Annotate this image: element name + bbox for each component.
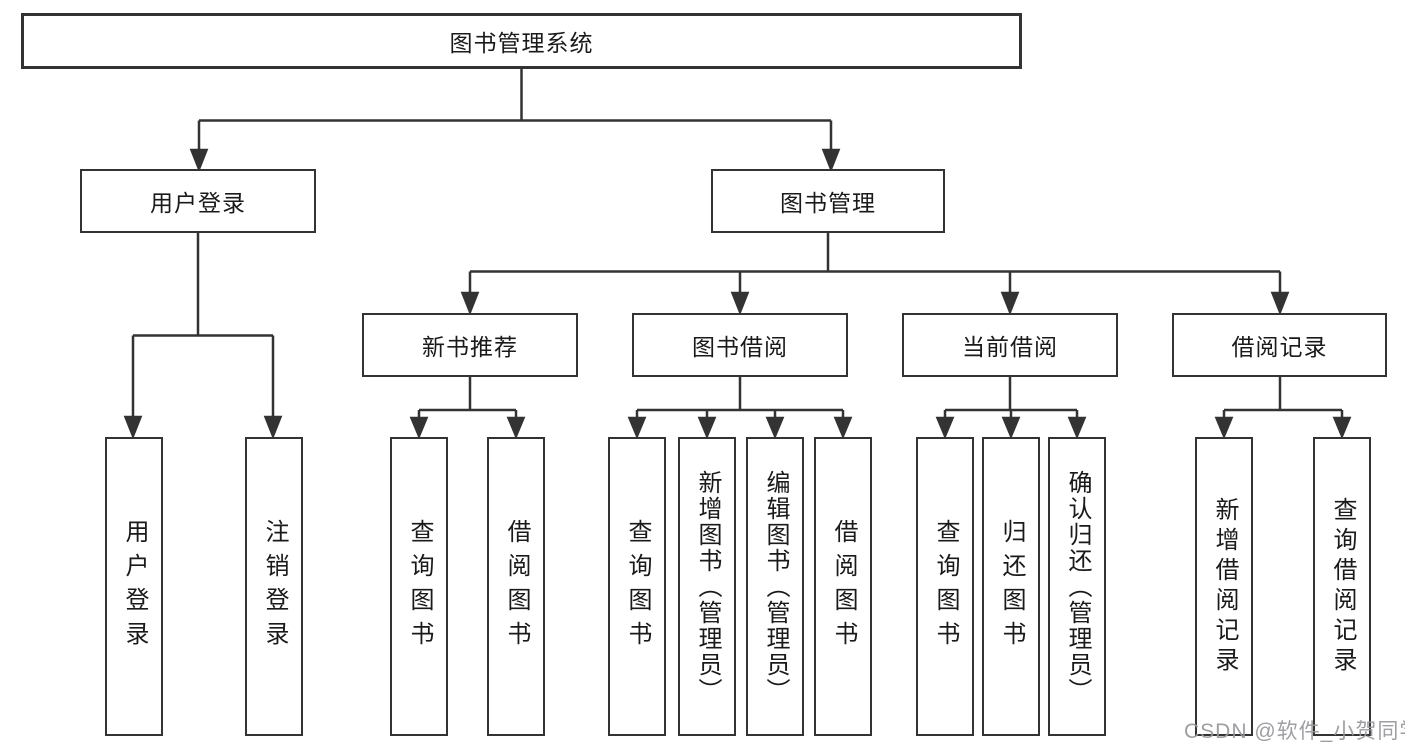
node-root: 图书管理系统 xyxy=(21,13,1022,69)
leaf-label: 查询借阅记录 xyxy=(1329,496,1356,677)
leaf-label: 查询图书 xyxy=(624,518,651,655)
leaf-borrow-books-borrowing: 借阅图书 xyxy=(814,437,872,736)
leaf-add-borrow-record: 新增借阅记录 xyxy=(1195,437,1253,736)
node-user-login: 用户登录 xyxy=(80,169,316,233)
leaf-label: 用户登录 xyxy=(121,518,148,655)
leaf-label: 编辑图书（管理员） xyxy=(762,469,789,704)
leaf-label: 新增借阅记录 xyxy=(1211,496,1238,677)
node-current-borrowing: 当前借阅 xyxy=(902,313,1118,377)
node-book-borrowing: 图书借阅 xyxy=(632,313,848,377)
leaf-query-borrow-record: 查询借阅记录 xyxy=(1313,437,1371,736)
leaf-label: 归还图书 xyxy=(998,518,1025,655)
leaf-label: 借阅图书 xyxy=(503,518,530,655)
leaf-label: 借阅图书 xyxy=(830,518,857,655)
leaf-confirm-return-admin: 确认归还（管理员） xyxy=(1048,437,1106,736)
leaf-logout: 注销登录 xyxy=(245,437,303,736)
node-new-book-recommend: 新书推荐 xyxy=(362,313,578,377)
leaf-borrow-books-recommend: 借阅图书 xyxy=(487,437,545,736)
leaf-label: 确认归还（管理员） xyxy=(1064,469,1091,704)
csdn-watermark: CSDN @软件_小贺同学 xyxy=(1184,720,1405,743)
leaf-query-books-recommend: 查询图书 xyxy=(390,437,448,736)
leaf-label: 新增图书（管理员） xyxy=(694,469,721,704)
leaf-query-books-borrowing: 查询图书 xyxy=(608,437,666,736)
leaf-add-books-admin: 新增图书（管理员） xyxy=(678,437,736,736)
leaf-label: 查询图书 xyxy=(406,518,433,655)
leaf-edit-books-admin: 编辑图书（管理员） xyxy=(746,437,804,736)
leaf-user-login: 用户登录 xyxy=(105,437,163,736)
node-book-management: 图书管理 xyxy=(711,169,945,233)
node-borrowing-records: 借阅记录 xyxy=(1172,313,1387,377)
leaf-label: 注销登录 xyxy=(261,518,288,655)
leaf-query-books-current: 查询图书 xyxy=(916,437,974,736)
leaf-label: 查询图书 xyxy=(932,518,959,655)
leaf-return-books: 归还图书 xyxy=(982,437,1040,736)
